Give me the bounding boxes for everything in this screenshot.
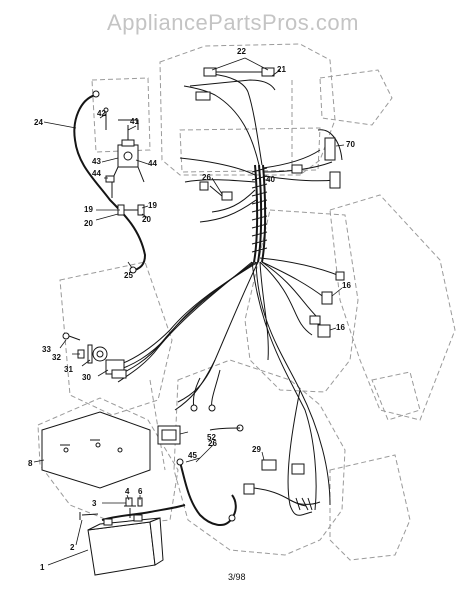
callout-52: 52	[207, 433, 216, 442]
leader-lines	[33, 57, 345, 566]
callout-29: 29	[252, 445, 261, 454]
callout-24: 24	[34, 118, 43, 127]
rear-connectors	[189, 67, 276, 101]
negative-cable	[73, 90, 147, 274]
callout-44-right: 44	[148, 159, 157, 168]
callout-16-top: 16	[342, 281, 351, 290]
callout-44-left: 44	[92, 169, 101, 178]
callout-20-right: 20	[142, 215, 151, 224]
callout-45: 45	[188, 451, 197, 460]
callout-21: 21	[277, 65, 286, 74]
callout-19-right: 19	[148, 201, 157, 210]
solenoid-icon	[103, 107, 145, 198]
callout-41: 41	[130, 117, 139, 126]
callout-40: 40	[266, 175, 275, 184]
ignition-switch-icon	[62, 332, 127, 379]
watermark-text: AppliancePartsPros.com	[107, 10, 359, 35]
dash-connectors	[157, 404, 321, 511]
callout-16-bottom: 16	[336, 323, 345, 332]
callout-8: 8	[28, 459, 33, 468]
callout-25: 25	[124, 271, 133, 280]
callout-20-left: 20	[84, 219, 93, 228]
callout-30: 30	[82, 373, 91, 382]
callout-19-left: 19	[84, 205, 93, 214]
callout-1: 1	[40, 563, 45, 572]
callout-26-bottom: 26	[208, 439, 217, 448]
callout-32: 32	[52, 353, 61, 362]
battery-icon	[79, 497, 164, 576]
callout-70: 70	[346, 140, 355, 149]
main-wire-harness	[109, 73, 341, 516]
callout-43: 43	[92, 157, 101, 166]
page-date: 3/98	[228, 572, 246, 582]
connector-group-left	[117, 204, 145, 216]
callout-26-top: 26	[202, 173, 211, 182]
callout-31: 31	[64, 365, 73, 374]
callout-42: 42	[97, 109, 106, 118]
callout-2: 2	[70, 543, 75, 552]
mounting-bracket	[41, 411, 151, 489]
callout-33: 33	[42, 345, 51, 354]
right-connectors	[291, 129, 345, 338]
callout-3: 3	[92, 499, 97, 508]
callout-numbers: 22 21 24 42 41 43 44 44 19 20 19 20 25 2…	[28, 47, 355, 572]
callout-4: 4	[125, 487, 130, 496]
starter-cable	[101, 458, 237, 526]
callout-22: 22	[237, 47, 246, 56]
seat-switch	[199, 181, 233, 201]
callout-6: 6	[138, 487, 143, 496]
